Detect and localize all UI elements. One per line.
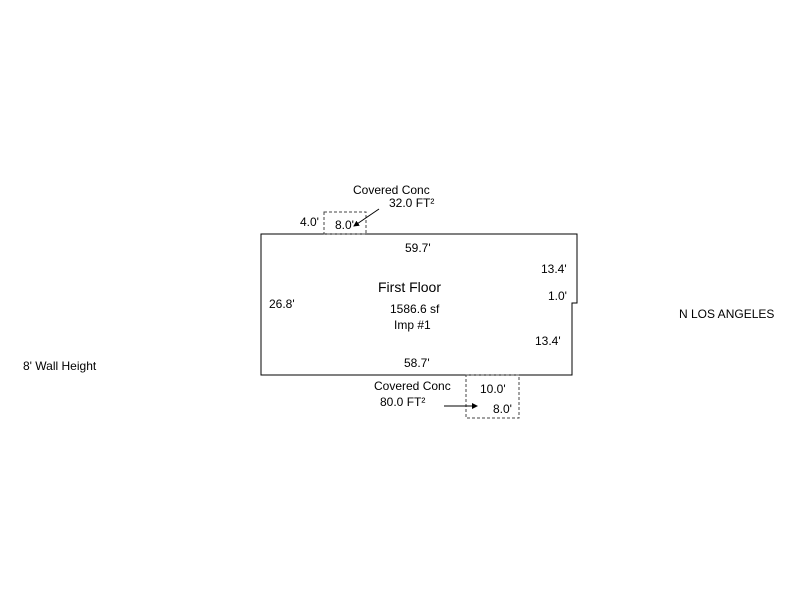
floor-right-jog-dimension: 1.0' xyxy=(548,289,567,303)
porch-bottom-label: Covered Conc xyxy=(374,379,451,393)
floor-right-upper-dimension: 13.4' xyxy=(541,262,567,276)
porch-top-depth-dimension: 4.0' xyxy=(300,215,319,229)
street-name: N LOS ANGELES xyxy=(679,307,775,321)
floor-imp: Imp #1 xyxy=(394,318,431,332)
floor-top-dimension: 59.7' xyxy=(405,241,431,255)
porch-top-outline xyxy=(323,211,367,235)
porch-bottom-area: 80.0 FT² xyxy=(380,395,426,409)
floor-bottom-dimension: 58.7' xyxy=(404,356,430,370)
porch-top-area: 32.0 FT² xyxy=(389,196,435,210)
porch-top-width-dimension: 8.0' xyxy=(335,218,354,232)
porch-bottom-outline xyxy=(465,374,520,419)
floor-right-lower-dimension: 13.4' xyxy=(535,334,561,348)
porch-bottom-width-dimension: 8.0' xyxy=(493,402,512,416)
porch-top-leader-arrow xyxy=(353,208,380,227)
porch-top-label: Covered Conc xyxy=(353,183,430,197)
floor-left-dimension: 26.8' xyxy=(269,297,295,311)
floor-area: 1586.6 sf xyxy=(390,302,440,316)
wall-height-note: 8' Wall Height xyxy=(23,359,97,373)
porch-bottom-depth-dimension: 10.0' xyxy=(480,382,506,396)
first-floor-outline xyxy=(260,233,578,376)
floor-name: First Floor xyxy=(378,279,441,295)
